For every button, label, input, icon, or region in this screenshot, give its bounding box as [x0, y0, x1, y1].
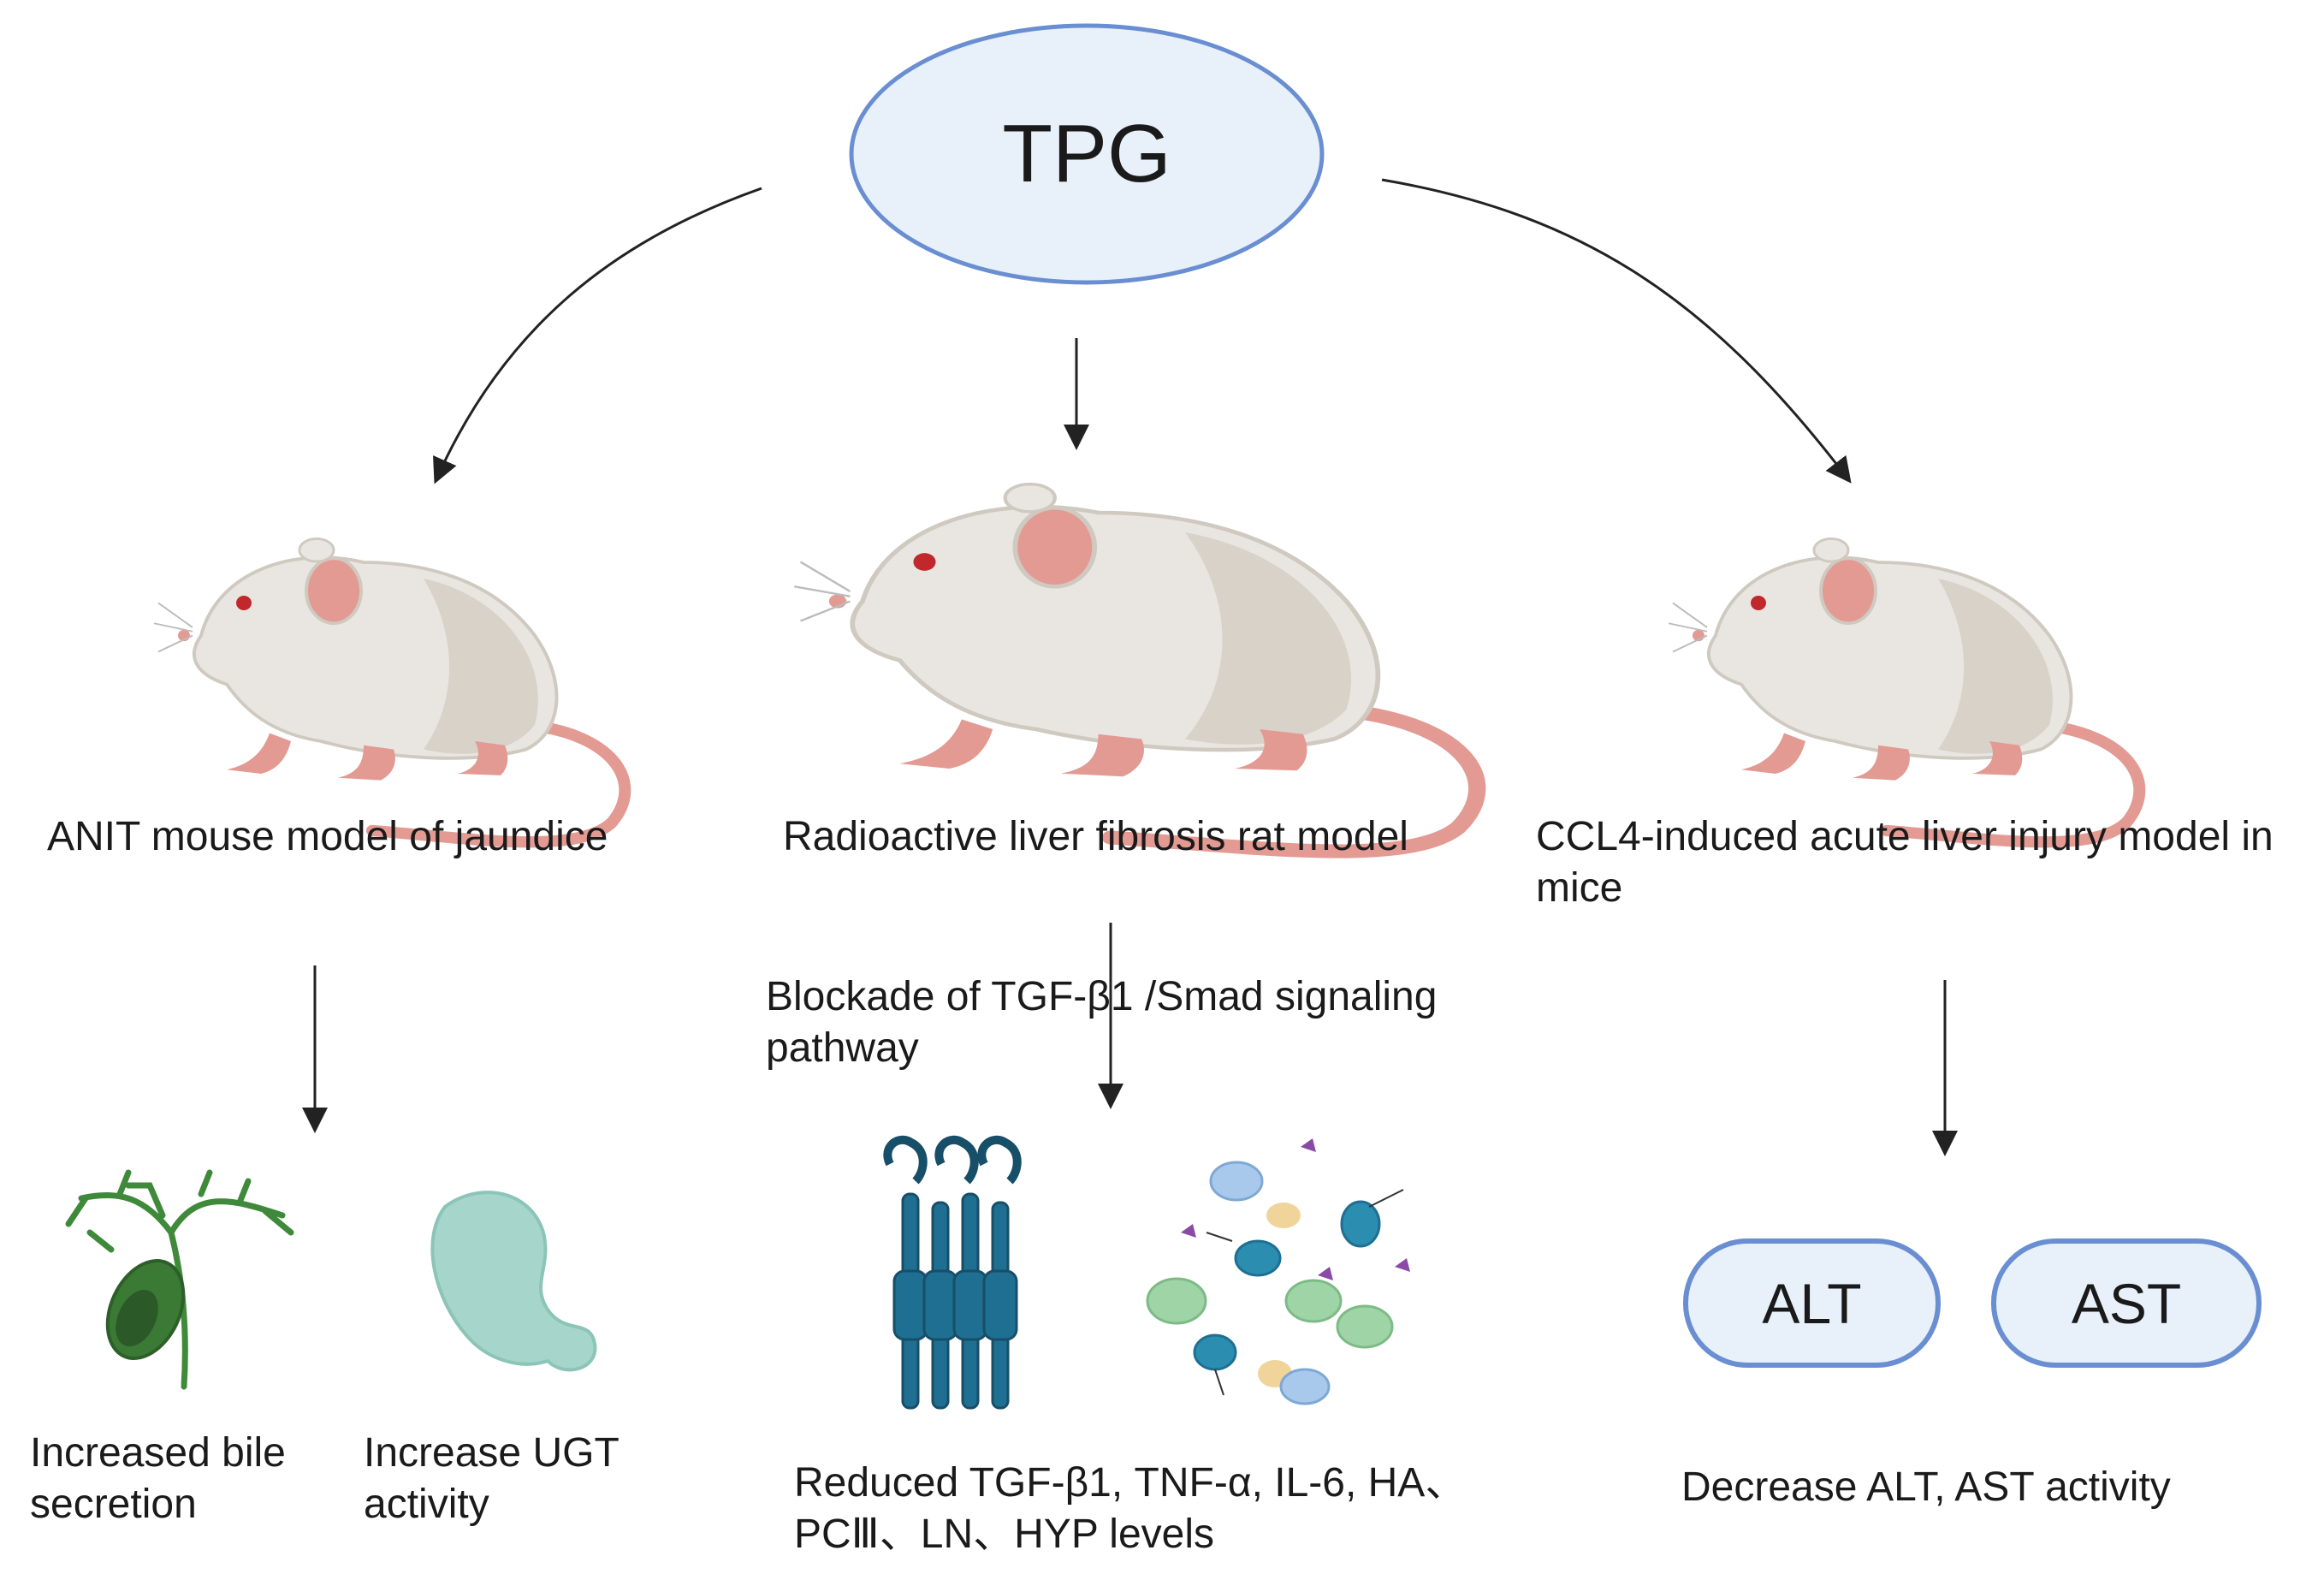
tpg-label: TPG	[1002, 108, 1171, 199]
outcome-bile: Increased bile secretion	[30, 1430, 286, 1527]
mechanism-label: Blockade of TGF-β1 /Smad signaling pathw…	[766, 974, 1438, 1071]
rat-illustration-center	[794, 484, 1477, 852]
mouse-illustration-left	[154, 538, 625, 841]
tpg-ellipse	[849, 23, 1325, 285]
arrow-tpg-to-ccl4	[1381, 178, 1852, 484]
alt-pill	[1683, 1238, 1941, 1368]
arrow-tpg-to-anit	[433, 187, 762, 484]
model-label-fibrosis: Radioactive liver fibrosis rat model	[783, 814, 1408, 859]
ast-pill	[1991, 1238, 2262, 1368]
outcome-enzymes: Decrease ALT, AST activity	[1681, 1464, 2171, 1510]
model-label-anit: ANIT mouse model of jaundice	[47, 814, 608, 859]
outcome-cytokines: Reduced TGF-β1, TNF-α, IL-6, HA、PCⅢ、LN、H…	[794, 1460, 1467, 1557]
gallbladder-icon	[65, 1169, 294, 1390]
receptor-icon	[883, 1135, 1022, 1410]
outcome-ugt: Increase UGT activity	[364, 1430, 619, 1527]
model-label-ccl4: CCL4-induced acute liver injury model in…	[1536, 814, 2274, 911]
ugt-organ-icon	[430, 1191, 597, 1372]
ast-label: AST	[2071, 1272, 2182, 1335]
alt-label: ALT	[1762, 1272, 1862, 1335]
mouse-illustration-right	[1669, 538, 2139, 841]
cytokines-cluster-icon	[1146, 1138, 1410, 1405]
